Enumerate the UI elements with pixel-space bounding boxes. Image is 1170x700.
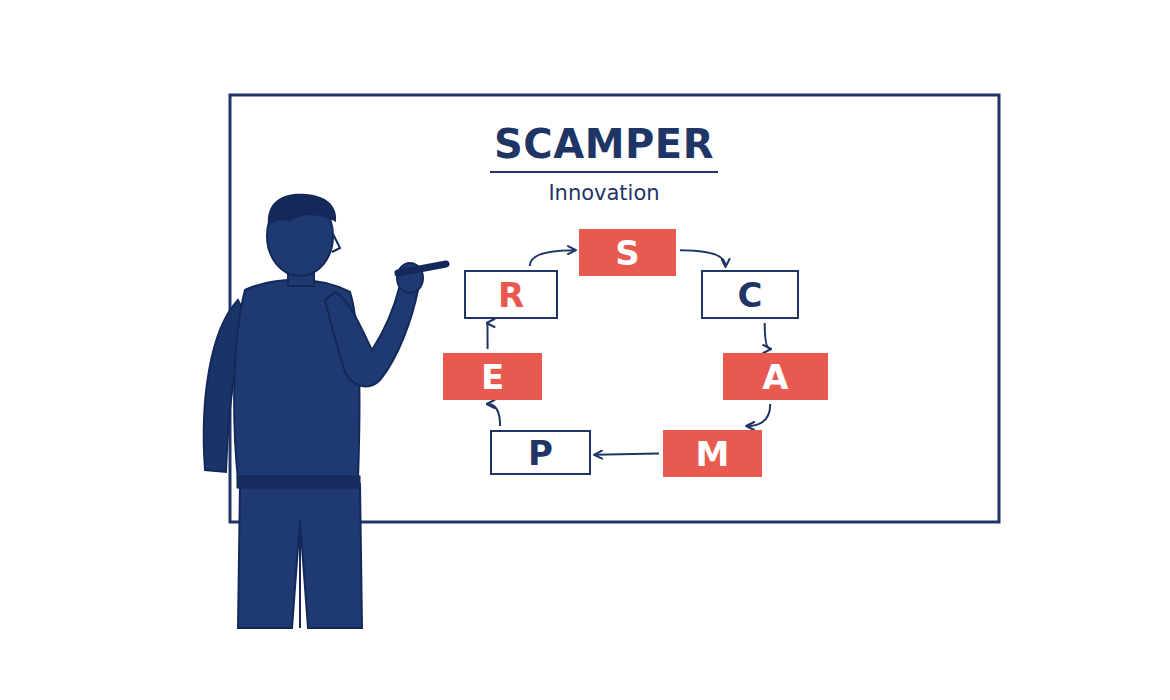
cycle-arrow (488, 404, 501, 426)
cycle-arrow (765, 323, 771, 349)
cycle-arrow (680, 250, 726, 266)
filled-letter-box: M (663, 430, 762, 477)
outlined-letter-box: R (464, 270, 558, 319)
letter-label: P (528, 436, 553, 470)
whiteboard (230, 95, 999, 522)
cycle-arrow (487, 323, 489, 349)
title-underline (490, 171, 718, 173)
letter-label: M (696, 437, 730, 471)
cycle-arrow (595, 454, 659, 455)
outlined-letter-box: C (701, 270, 799, 319)
leg-split (299, 520, 301, 628)
outlined-letter-box: P (490, 430, 591, 475)
cycle-arrow (747, 404, 770, 426)
cycle-arrow (530, 250, 575, 266)
filled-letter-box: A (723, 353, 828, 400)
letter-label: S (615, 236, 640, 270)
subtitle-label: Innovation (548, 181, 659, 205)
person (204, 194, 446, 628)
person-hair (268, 194, 336, 225)
person-nose (332, 234, 340, 252)
marker (398, 264, 446, 273)
person-belt (237, 476, 360, 488)
diagram-title: SCAMPER (494, 121, 714, 167)
filled-letter-box: S (579, 229, 676, 276)
letter-label: C (738, 278, 763, 312)
letter-label: R (498, 278, 524, 312)
letter-label: A (762, 360, 788, 394)
person-raised-arm (325, 285, 418, 386)
letter-label: E (481, 360, 504, 394)
filled-letter-box: E (443, 353, 542, 400)
person-legs (238, 484, 362, 628)
